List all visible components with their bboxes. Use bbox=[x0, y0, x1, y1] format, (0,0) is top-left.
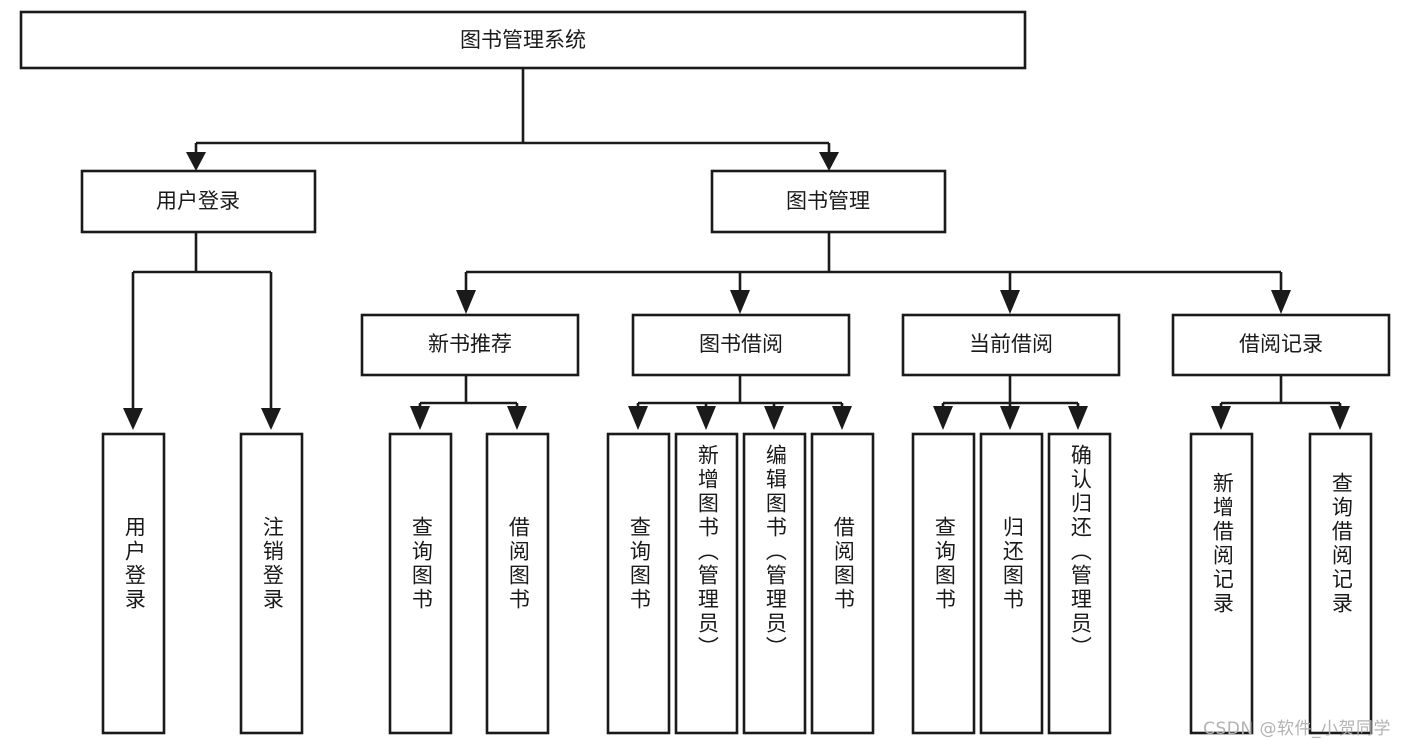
node-label-new-book-recommend: 新书推荐 bbox=[428, 332, 512, 356]
node-label-book-borrow: 图书借阅 bbox=[699, 332, 783, 356]
node-box-leaf-query-book-2[interactable] bbox=[606, 432, 671, 735]
node-box-leaf-add-book[interactable] bbox=[674, 432, 739, 735]
node-box-leaf-query-record[interactable] bbox=[1308, 432, 1373, 735]
arrowhead-leaf-user-logout bbox=[261, 408, 281, 430]
node-box-leaf-user-login[interactable] bbox=[101, 432, 166, 735]
node-box-leaf-query-book-1[interactable] bbox=[388, 432, 453, 735]
arrowhead-book-management bbox=[819, 152, 839, 171]
node-box-book-borrow[interactable] bbox=[631, 313, 851, 377]
arrowhead-leaf-borrow-book-1 bbox=[507, 406, 527, 430]
node-box-book-management[interactable] bbox=[710, 169, 947, 234]
node-box-root[interactable] bbox=[19, 10, 1027, 70]
node-box-leaf-user-logout[interactable] bbox=[239, 432, 304, 735]
node-label-current-borrow: 当前借阅 bbox=[969, 332, 1053, 356]
arrowhead-leaf-borrow-book-2 bbox=[832, 406, 852, 430]
arrowhead-borrow-record bbox=[1271, 290, 1291, 314]
node-label-borrow-record: 借阅记录 bbox=[1239, 332, 1323, 356]
node-label-root: 图书管理系统 bbox=[460, 28, 586, 52]
node-box-borrow-record[interactable] bbox=[1171, 313, 1391, 377]
node-box-leaf-confirm-return[interactable] bbox=[1047, 432, 1112, 735]
arrowhead-new-book-recommend bbox=[456, 290, 476, 314]
arrowhead-current-borrow bbox=[1000, 290, 1020, 314]
arrowhead-leaf-query-book-2 bbox=[628, 406, 648, 430]
node-box-leaf-borrow-book-2[interactable] bbox=[810, 432, 875, 735]
arrowhead-leaf-confirm-return bbox=[1068, 406, 1088, 430]
node-box-current-borrow[interactable] bbox=[901, 313, 1121, 377]
arrowhead-leaf-return-book bbox=[1000, 406, 1020, 430]
arrowhead-leaf-query-book-1 bbox=[410, 406, 430, 430]
arrowhead-leaf-edit-book bbox=[764, 406, 784, 430]
node-box-user-login[interactable] bbox=[80, 169, 317, 234]
node-box-leaf-edit-book[interactable] bbox=[742, 432, 807, 735]
arrowhead-book-borrow bbox=[730, 290, 750, 314]
node-box-leaf-borrow-book-1[interactable] bbox=[485, 432, 550, 735]
arrowhead-user-login bbox=[186, 152, 206, 171]
arrowhead-leaf-query-book-3 bbox=[933, 406, 953, 430]
node-label-book-management: 图书管理 bbox=[786, 189, 870, 213]
arrowhead-leaf-add-record bbox=[1211, 406, 1231, 430]
node-box-leaf-add-record[interactable] bbox=[1189, 432, 1254, 735]
node-label-user-login: 用户登录 bbox=[156, 189, 240, 213]
node-box-leaf-return-book[interactable] bbox=[979, 432, 1044, 735]
arrowhead-leaf-add-book bbox=[696, 406, 716, 430]
arrowhead-leaf-user-login bbox=[123, 408, 143, 430]
node-box-new-book-recommend[interactable] bbox=[360, 313, 580, 377]
node-box-leaf-query-book-3[interactable] bbox=[911, 432, 976, 735]
arrowhead-leaf-query-record bbox=[1330, 406, 1350, 430]
